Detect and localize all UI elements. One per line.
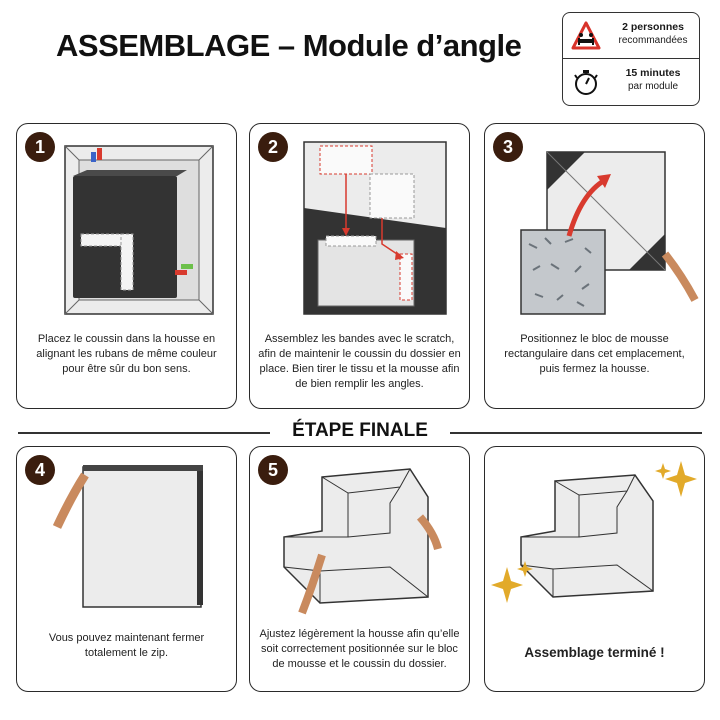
step-number-badge: 3 (493, 132, 523, 162)
step-caption: Placez le coussin dans la housse en alig… (36, 333, 217, 375)
step-card-5: 5 Ajustez légèrement la housse afin qu’e… (249, 446, 470, 692)
step-card-2: 2 Assemblez les bandes avec le scratch, … (249, 123, 470, 409)
step-number-badge: 2 (258, 132, 288, 162)
close-zip-illustration (52, 465, 203, 608)
step-number-badge: 5 (258, 455, 288, 485)
step-card-1: 1 Placez le coussin dans la housse en al… (16, 123, 237, 409)
step-caption: Assemblez les bandes avec le scratch, af… (258, 333, 461, 390)
step-number-badge: 4 (25, 455, 55, 485)
info-time-bold: 15 minutes (625, 67, 681, 79)
step-card-3: 3 Positionnez le bloc de mousse rectangu… (484, 123, 705, 409)
velcro-straps-illustration (303, 141, 447, 315)
adjust-cover-illustration (283, 468, 442, 615)
foam-block-illustration (520, 151, 699, 315)
step-card-4: 4 Vous pouvez maintenant fermer totaleme… (16, 446, 237, 692)
step-caption: Vous pouvez maintenant fermer totalement… (48, 632, 205, 659)
info-time-row: 15 minutes par module (563, 59, 699, 105)
info-people-sub: recommandées (618, 35, 688, 46)
sparkle-icon (491, 461, 697, 603)
two-people-warning-icon (571, 21, 601, 50)
step-number-badge: 1 (25, 132, 55, 162)
info-time-sub: par module (627, 81, 679, 92)
finished-module-illustration (491, 461, 697, 603)
page-title: ASSEMBLAGE – Module d’angle (56, 28, 522, 63)
final-step-heading: ÉTAPE FINALE (270, 420, 450, 442)
final-result-card: Assemblage terminé ! (484, 446, 705, 692)
info-people-row: 2 personnes recommandées (563, 13, 699, 59)
info-box: 2 personnes recommandées 15 minutes par … (562, 12, 700, 106)
stopwatch-icon (574, 70, 598, 95)
step-caption: Positionnez le bloc de mousse rectangula… (504, 333, 685, 375)
assembly-complete-text: Assemblage terminé ! (524, 645, 665, 660)
step-caption: Ajustez légèrement la housse afin qu’ell… (259, 628, 460, 670)
info-people-bold: 2 personnes (622, 21, 684, 33)
cover-with-cushion-illustration (64, 145, 214, 315)
